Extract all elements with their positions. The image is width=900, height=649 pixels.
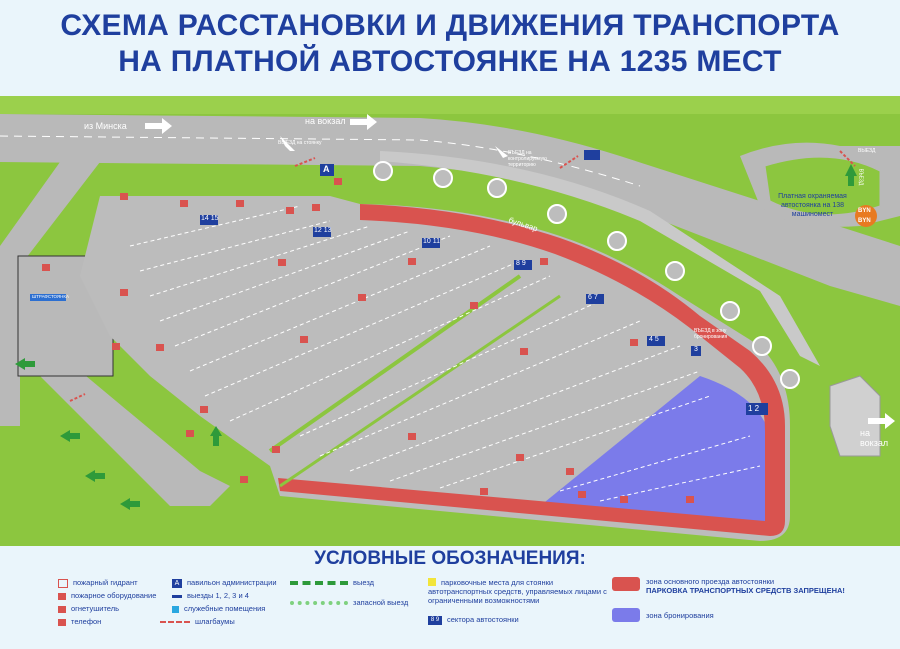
sector-icon: 8 9 xyxy=(428,615,442,625)
legend-fire-equipment: пожарное оборудование xyxy=(58,591,156,600)
exit-arrows-icon xyxy=(290,581,348,586)
highway xyxy=(0,114,900,306)
legend-extinguisher: огнетушитель xyxy=(58,604,119,613)
exit-arrows xyxy=(15,164,857,510)
barrier-icon xyxy=(160,621,190,624)
pavilion-letter: А xyxy=(323,164,330,174)
highway-lane-line xyxy=(0,135,641,187)
booking-zone xyxy=(540,376,770,526)
byn-sign-1: BYN xyxy=(858,208,871,214)
legend-sectors-text: сектора автостоянки xyxy=(447,615,519,624)
emergency-exit-icon xyxy=(290,601,348,606)
service-room-icon xyxy=(172,605,179,613)
parking-rows xyxy=(129,205,761,502)
legend-hydrant: пожарный гидрант xyxy=(58,578,138,588)
legend-emergency-exit-text: запасной выезд xyxy=(353,598,409,607)
boulevard xyxy=(380,151,820,366)
title-line-2: НА ПЛАТНОЙ АВТОСТОЯНКЕ НА 1235 МЕСТ xyxy=(118,45,782,78)
sector-labels xyxy=(200,215,768,415)
booking-zone-swatch xyxy=(612,608,640,622)
sector-label: 12 13 xyxy=(314,227,332,234)
exit-controlled-label: ВЪЕЗД на контролируемую территорию xyxy=(508,150,547,168)
lot-divider-2 xyxy=(279,294,561,488)
sector-label: 3 xyxy=(694,346,698,353)
from-minsk-label: из Минска xyxy=(84,121,127,131)
legend-main-passage-note: ПАРКОВКА ТРАНСПОРТНЫХ СРЕДСТВ ЗАПРЕЩЕНА! xyxy=(646,586,845,595)
legend-service-text: служебные помещения xyxy=(184,604,266,613)
title-line-1: СХЕМА РАССТАНОВКИ И ДВИЖЕНИЯ ТРАНСПОРТА xyxy=(60,9,840,42)
legend-exits-text: выезды 1, 2, 3 и 4 xyxy=(187,591,249,600)
guarded-parking-label: Платная охраняемая автостоянка на 138 ма… xyxy=(778,193,847,218)
legend-fire-equipment-text: пожарное оборудование xyxy=(71,591,157,600)
station-building xyxy=(829,375,881,457)
legend-disabled-text: парковочные места для стоянки автотрансп… xyxy=(428,578,607,605)
legend-phone: телефон xyxy=(58,617,101,626)
barriers xyxy=(69,150,856,402)
disabled-parking-icon xyxy=(428,578,436,586)
left-road xyxy=(0,162,100,426)
legend-exits: выезды 1, 2, 3 и 4 xyxy=(172,591,249,600)
legend-main-passage-text: зона основного проезда автостоянки xyxy=(646,577,775,586)
to-station-right-label: на вокзал xyxy=(860,428,889,448)
exit-right-label: ВЫЕЗД xyxy=(858,148,876,154)
legend-hydrant-text: пожарный гидрант xyxy=(73,578,138,587)
pavilion-icon: А xyxy=(172,578,182,588)
legend-sectors: 8 9 сектора автостоянки xyxy=(428,615,519,625)
byn-sign-bg xyxy=(855,205,877,227)
legend-main-passage: зона основного проезда автостоянки ПАРКО… xyxy=(646,577,846,595)
exit-to-parking-label: ВЫЕЗД на стоянку xyxy=(278,140,322,146)
hydrant-icon xyxy=(58,578,68,588)
page-title: СХЕМА РАССТАНОВКИ И ДВИЖЕНИЯ ТРАНСПОРТА … xyxy=(0,8,900,80)
legend-booking-text: зона бронирования xyxy=(646,611,714,620)
fire-equipment-icon xyxy=(58,592,66,600)
legend-barriers: шлагбаумы xyxy=(160,617,235,626)
sector-label: 14 15 xyxy=(201,215,219,222)
pavilion-box xyxy=(320,164,334,176)
entrance-right-label: ВЪЕЗД xyxy=(857,168,864,186)
sector-label: 1 2 xyxy=(748,404,760,413)
fire-markers xyxy=(42,178,694,503)
penalty-lot-label-bg xyxy=(30,294,66,301)
exits-icon xyxy=(172,594,182,598)
legend: УСЛОВНЫЕ ОБОЗНАЧЕНИЯ: пожарный гидрант п… xyxy=(0,546,900,649)
extinguisher-icon xyxy=(58,605,66,613)
lot-divider-1 xyxy=(268,274,522,453)
sector-label: 10 11 xyxy=(423,238,440,245)
legend-booking: зона бронирования xyxy=(646,611,714,620)
grass-top xyxy=(0,96,900,114)
parking-map: из Минска на вокзал на вокзал ВЫЕЗД на с… xyxy=(0,96,900,546)
penalty-lot-label: ШТРАФСТОЯНКА xyxy=(32,294,70,299)
map-svg xyxy=(0,96,900,546)
legend-phone-text: телефон xyxy=(71,617,102,626)
direction-arrows xyxy=(145,114,895,429)
sector-label: 6 7 xyxy=(588,294,598,301)
main-passage-road xyxy=(278,204,785,536)
legend-exit: выезд xyxy=(290,578,374,587)
byn-sign-2: BYN xyxy=(858,218,871,224)
entrance-booking-label: ВЪЕЗД в зону бронирования xyxy=(694,328,728,340)
legend-disabled: парковочные места для стоянки автотрансп… xyxy=(428,578,608,605)
pavilion-box-2 xyxy=(584,150,600,160)
legend-service: служебные помещения xyxy=(172,604,265,613)
legend-emergency-exit: запасной выезд xyxy=(290,598,408,607)
main-passage-swatch xyxy=(612,577,640,591)
phone-icon xyxy=(58,618,66,626)
sector-label: 8 9 xyxy=(516,260,526,267)
legend-extinguisher-text: огнетушитель xyxy=(71,604,120,613)
to-station-label: на вокзал xyxy=(305,116,346,126)
legend-exit-text: выезд xyxy=(353,578,375,587)
roundabouts xyxy=(373,161,800,389)
legend-barriers-text: шлагбаумы xyxy=(195,617,235,626)
legend-pavilion-text: павильон администрации xyxy=(187,578,277,587)
sector-label: 4 5 xyxy=(649,336,659,343)
legend-title: УСЛОВНЫЕ ОБОЗНАЧЕНИЯ: xyxy=(314,548,586,569)
